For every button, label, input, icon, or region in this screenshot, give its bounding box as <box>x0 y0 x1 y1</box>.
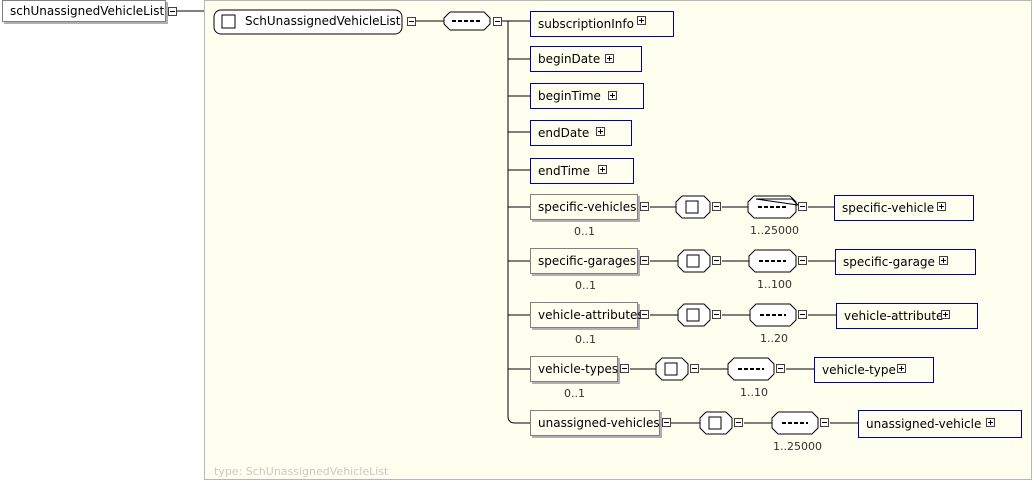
collapse-icon[interactable] <box>712 202 721 211</box>
element-unassigned-vehicles[interactable]: unassigned-vehicles <box>530 410 660 436</box>
choice-compositor-icon <box>677 249 711 273</box>
collapse-icon[interactable] <box>798 310 807 319</box>
sequence-compositor-icon <box>443 11 491 31</box>
choice-compositor-icon <box>675 195 711 219</box>
expand-icon[interactable] <box>897 364 906 373</box>
sequence-compositor-icon <box>771 411 819 435</box>
collapse-icon[interactable] <box>734 418 743 427</box>
sequence-compositor-icon <box>747 195 800 219</box>
element-endTime[interactable]: endTime <box>530 158 634 184</box>
element-specific-vehicle[interactable]: specific-vehicle <box>834 195 974 221</box>
collapse-icon[interactable] <box>407 17 416 26</box>
collapse-icon[interactable] <box>690 364 699 373</box>
occurs-label: 0..1 <box>575 279 596 292</box>
occurs-label: 1..100 <box>757 278 792 291</box>
collapse-icon[interactable] <box>168 7 177 16</box>
collapse-icon[interactable] <box>712 310 721 319</box>
type-label: type: SchUnassignedVehicleList <box>214 465 389 478</box>
collapse-icon[interactable] <box>712 256 721 265</box>
element-vehicle-attributes[interactable]: vehicle-attributes <box>530 302 644 328</box>
collapse-icon[interactable] <box>620 364 629 373</box>
element-subscriptionInfo[interactable]: subscriptionInfo <box>530 11 674 37</box>
expand-icon[interactable] <box>986 418 995 427</box>
collapse-icon[interactable] <box>640 256 649 265</box>
choice-compositor-icon <box>655 357 689 381</box>
expand-icon[interactable] <box>596 127 605 136</box>
element-beginDate[interactable]: beginDate <box>530 46 642 72</box>
expand-icon[interactable] <box>637 16 646 25</box>
expand-icon[interactable] <box>937 202 946 211</box>
expand-icon[interactable] <box>605 54 614 63</box>
collapse-icon[interactable] <box>662 418 671 427</box>
element-vehicle-type[interactable]: vehicle-type <box>814 357 934 383</box>
occurs-label: 1..25000 <box>773 440 822 453</box>
element-unassigned-vehicle[interactable]: unassigned-vehicle <box>858 410 1022 438</box>
element-specific-garages[interactable]: specific-garages <box>530 248 638 274</box>
expand-icon[interactable] <box>941 310 950 319</box>
collapse-icon[interactable] <box>640 310 649 319</box>
sequence-compositor-icon <box>748 249 797 273</box>
choice-compositor-icon <box>699 411 733 435</box>
collapse-icon[interactable] <box>640 202 649 211</box>
root-element[interactable]: schUnassignedVehicleList <box>2 0 166 22</box>
complex-type-icon <box>221 14 236 29</box>
collapse-icon[interactable] <box>493 17 502 26</box>
element-specific-vehicles[interactable]: specific-vehicles <box>530 194 638 220</box>
element-vehicle-attribute[interactable]: vehicle-attribute <box>836 303 978 329</box>
element-vehicle-types[interactable]: vehicle-types <box>530 356 618 382</box>
choice-compositor-icon <box>677 303 711 327</box>
type-panel <box>204 0 1032 480</box>
element-beginTime[interactable]: beginTime <box>530 83 644 109</box>
collapse-icon[interactable] <box>798 202 807 211</box>
occurs-label: 0..1 <box>575 333 596 346</box>
expand-icon[interactable] <box>608 91 617 100</box>
element-endDate[interactable]: endDate <box>530 120 632 146</box>
complex-type-label: SchUnassignedVehicleList <box>245 14 401 28</box>
sequence-compositor-icon <box>749 303 797 327</box>
occurs-label: 0..1 <box>564 387 585 400</box>
occurs-label: 1..10 <box>740 386 768 399</box>
complex-type-shape <box>213 9 403 35</box>
occurs-label: 0..1 <box>574 225 595 238</box>
occurs-label: 1..20 <box>760 332 788 345</box>
element-specific-garage[interactable]: specific-garage <box>835 249 976 275</box>
sequence-compositor-icon <box>727 357 775 381</box>
collapse-icon[interactable] <box>820 418 829 427</box>
occurs-label: 1..25000 <box>750 224 799 237</box>
root-element-label: schUnassignedVehicleList <box>10 4 165 18</box>
expand-icon[interactable] <box>939 256 948 265</box>
expand-icon[interactable] <box>598 165 607 174</box>
collapse-icon[interactable] <box>798 256 807 265</box>
collapse-icon[interactable] <box>776 364 785 373</box>
